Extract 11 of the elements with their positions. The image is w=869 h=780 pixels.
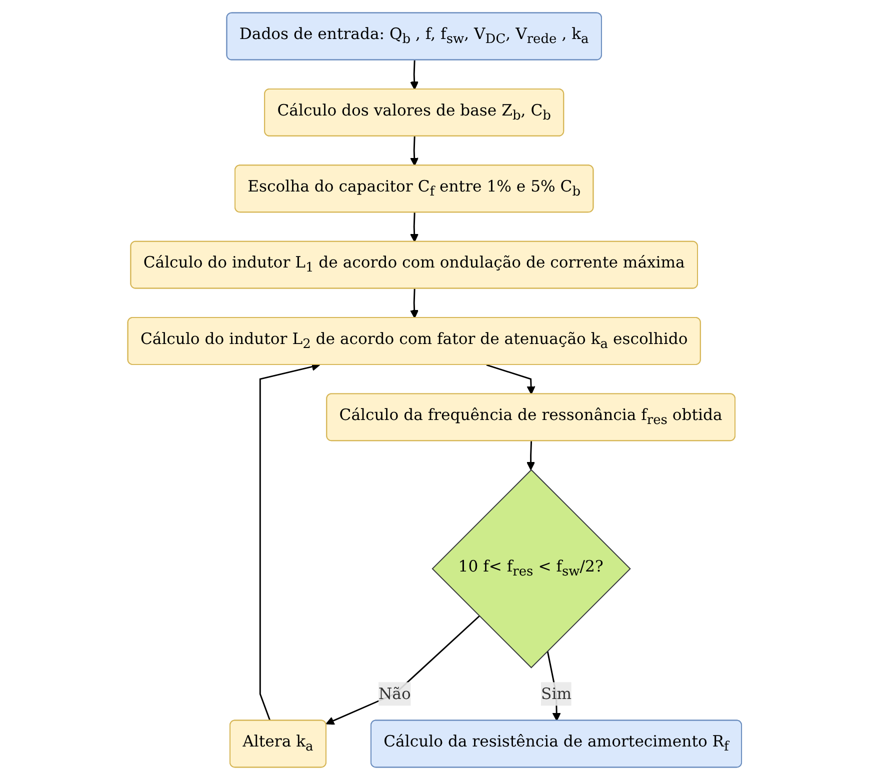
arrow <box>259 362 320 721</box>
arrow <box>410 136 418 166</box>
edge-label: Sim <box>540 684 572 703</box>
arrow <box>486 364 536 395</box>
arrow <box>410 60 418 90</box>
edge-label: Não <box>378 684 411 703</box>
arrow <box>526 441 535 470</box>
arrow <box>410 288 418 318</box>
arrow <box>410 212 418 242</box>
arrow <box>326 616 480 725</box>
node-diamond: 10 f< f$_{res}$ < f$_{sw}$/2? <box>432 469 631 668</box>
